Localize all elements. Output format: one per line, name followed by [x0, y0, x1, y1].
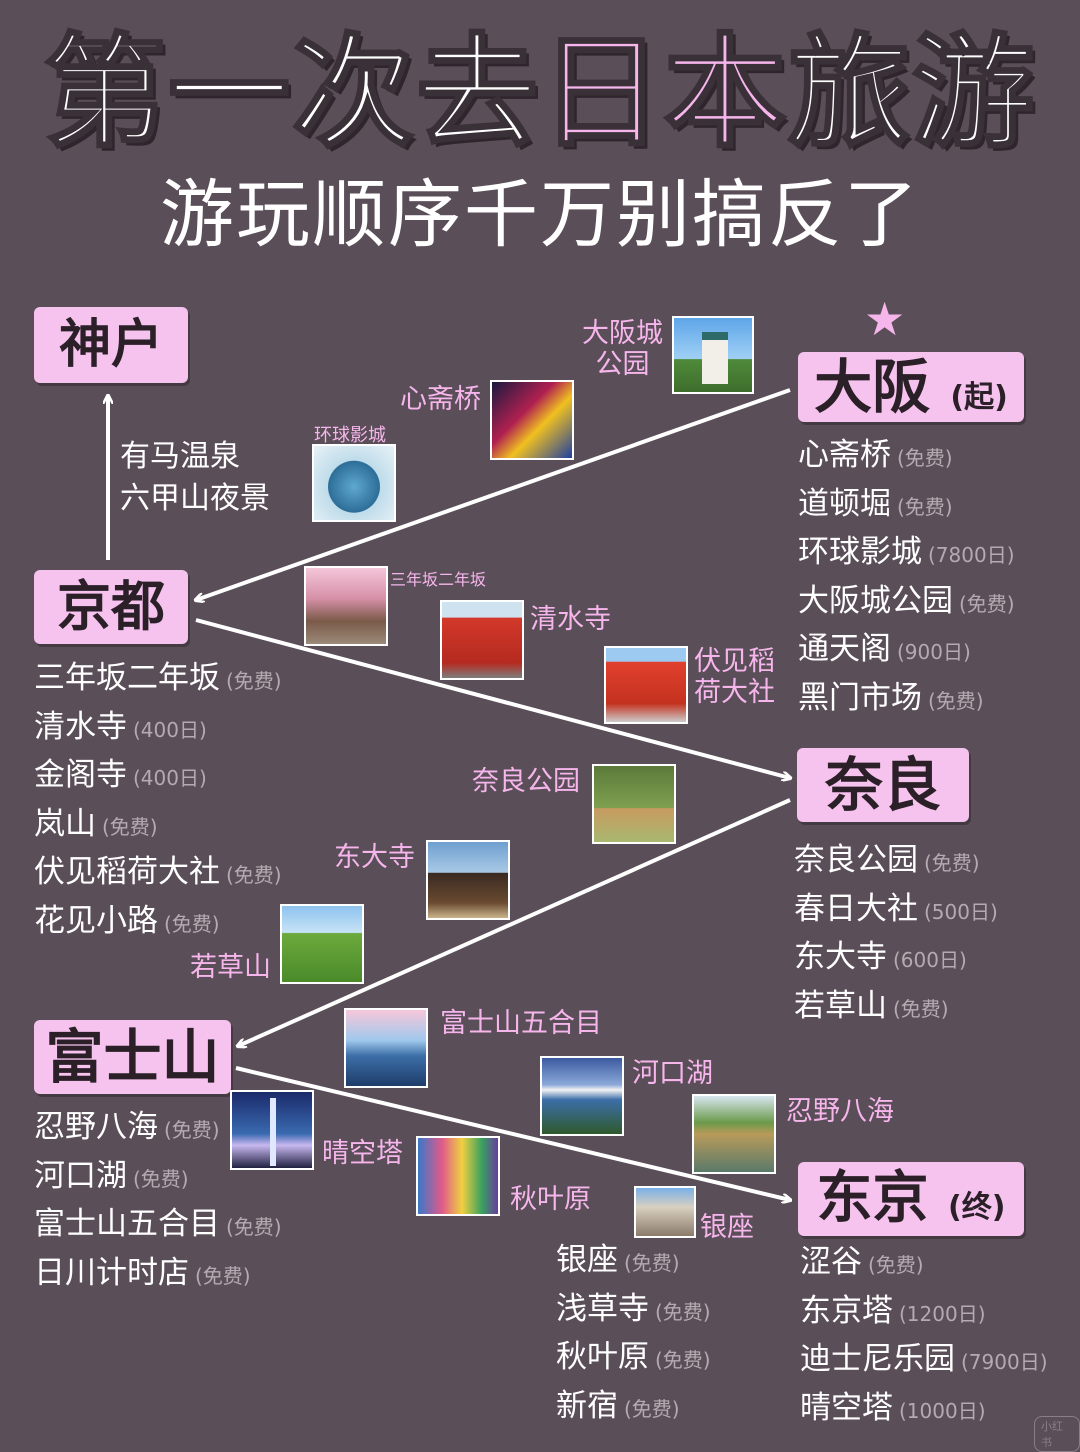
- star-icon: ★: [864, 292, 906, 346]
- main-title: 第一次去日本旅游: [0, 18, 1080, 168]
- list-item: 若草山(免费): [794, 987, 949, 1024]
- city-kyoto: 京都: [34, 570, 188, 644]
- osaka-castle-photo: [672, 316, 754, 394]
- list-item: 春日大社(500日): [794, 890, 998, 927]
- arrow-fuji-to-tokyo: [235, 1066, 790, 1200]
- city-tokyo-suffix: (终): [948, 1190, 1006, 1225]
- list-item: 浅草寺(免费): [556, 1290, 711, 1327]
- kawaguchiko-photo: [540, 1056, 624, 1136]
- photo-label-todaiji: 东大寺: [334, 842, 415, 873]
- city-osaka-suffix: (起): [950, 380, 1008, 415]
- list-item: 黑门市场(免费): [798, 679, 984, 716]
- photo-label-wakakusa: 若草山: [190, 952, 271, 983]
- nara-list: 奈良公园(免费) 春日大社(500日) 东大寺(600日) 若草山(免费): [794, 838, 998, 1032]
- list-item: 环球影城(7800日): [798, 534, 1015, 570]
- ginza-photo: [634, 1186, 696, 1238]
- list-item: 涩谷(免费): [800, 1244, 924, 1280]
- akihabara-photo: [416, 1136, 500, 1216]
- osaka-list: 心斋桥(免费) 道顿堀(免费) 环球影城(7800日) 大阪城公园(免费) 通天…: [798, 433, 1015, 724]
- kobe-spots: 有马温泉 六甲山夜景: [120, 436, 270, 520]
- city-tokyo-name: 东京: [816, 1166, 929, 1231]
- tokyo-list-right: 涩谷(免费) 东京塔(1200日) 迪士尼乐园(7900日) 晴空塔(1000日…: [800, 1240, 1048, 1434]
- photo-label-kawaguchiko: 河口湖: [632, 1058, 713, 1089]
- list-item: 花见小路(免费): [34, 902, 220, 939]
- list-item: 金阁寺(400日): [34, 757, 207, 793]
- title-highlight: 日本: [539, 21, 788, 166]
- photo-label-sannenzaka: 三年坂二年坂: [390, 570, 487, 589]
- photo-label-fuji-5th: 富士山五合目: [440, 1008, 602, 1039]
- shinsaibashi-photo: [490, 380, 574, 460]
- tokyo-list-left: 银座(免费) 浅草寺(免费) 秋叶原(免费) 新宿(免费): [556, 1238, 711, 1432]
- kyoto-list: 三年坂二年坂(免费) 清水寺(400日) 金阁寺(400日) 岚山(免费) 伏见…: [34, 656, 282, 947]
- list-item: 三年坂二年坂(免费): [34, 660, 282, 696]
- list-item: 日川计时店(免费): [34, 1254, 251, 1291]
- nara-park-photo: [592, 764, 676, 844]
- kobe-spot: 六甲山夜景: [120, 481, 270, 516]
- fuji-5th-photo: [344, 1008, 428, 1088]
- list-item: 晴空塔(1000日): [800, 1389, 986, 1426]
- list-item: 迪士尼乐园(7900日): [800, 1341, 1048, 1377]
- sannenzaka-photo: [304, 566, 388, 646]
- city-fuji: 富士山: [34, 1020, 231, 1094]
- title-part1: 第一次去: [43, 21, 540, 166]
- list-item: 通天阁(900日): [798, 631, 971, 667]
- photo-label-universal: 环球影城: [314, 425, 386, 446]
- list-item: 东京塔(1200日): [800, 1292, 986, 1329]
- list-item: 秋叶原(免费): [556, 1339, 711, 1375]
- list-item: 奈良公园(免费): [794, 842, 980, 878]
- city-osaka: 大阪 (起): [798, 352, 1024, 422]
- list-item: 银座(免费): [556, 1242, 680, 1278]
- list-item: 忍野八海(免费): [34, 1109, 220, 1145]
- oshino-photo: [692, 1094, 776, 1174]
- universal-photo: [312, 444, 396, 522]
- list-item: 大阪城公园(免费): [798, 582, 1015, 619]
- city-osaka-name: 大阪: [814, 353, 931, 421]
- title-part2: 旅游: [787, 21, 1036, 166]
- city-nara: 奈良: [797, 748, 969, 822]
- photo-label-fushimi: 伏见稻 荷大社: [694, 646, 775, 708]
- list-item: 道顿堀(免费): [798, 485, 953, 522]
- photo-label-akihabara: 秋叶原: [510, 1184, 591, 1215]
- photo-label-kiyomizu: 清水寺: [530, 604, 611, 635]
- city-kobe: 神户: [34, 307, 188, 383]
- list-item: 东大寺(600日): [794, 939, 967, 975]
- city-tokyo: 东京 (终): [798, 1162, 1024, 1236]
- todaiji-photo: [426, 840, 510, 920]
- photo-label-osaka-castle: 大阪城 公园: [582, 318, 663, 380]
- list-item: 伏见稻荷大社(免费): [34, 854, 282, 890]
- list-item: 新宿(免费): [556, 1387, 680, 1424]
- subtitle: 游玩顺序千万别搞反了: [160, 172, 920, 258]
- photo-label-shinsaibashi: 心斋桥: [400, 384, 481, 415]
- photo-label-ginza: 银座: [700, 1212, 754, 1243]
- skytree-photo: [230, 1090, 314, 1170]
- list-item: 富士山五合目(免费): [34, 1206, 282, 1242]
- list-item: 清水寺(400日): [34, 708, 207, 745]
- arrow-nara-to-fuji: [238, 798, 791, 1046]
- list-item: 岚山(免费): [34, 805, 158, 842]
- fuji-list: 忍野八海(免费) 河口湖(免费) 富士山五合目(免费) 日川计时店(免费): [34, 1105, 282, 1299]
- wakakusa-photo: [280, 904, 364, 984]
- photo-label-nara-park: 奈良公园: [472, 766, 580, 797]
- photo-label-oshino: 忍野八海: [786, 1096, 894, 1127]
- photo-label-skytree: 晴空塔: [322, 1138, 403, 1169]
- kiyomizu-photo: [440, 600, 524, 680]
- arrow-kyoto-to-nara: [195, 618, 790, 778]
- arrow-osaka-to-kyoto: [196, 388, 791, 600]
- fushimi-photo: [604, 646, 688, 724]
- list-item: 心斋桥(免费): [798, 437, 953, 473]
- list-item: 河口湖(免费): [34, 1157, 189, 1194]
- kobe-spot: 有马温泉: [120, 439, 240, 474]
- watermark: 小红书: [1034, 1416, 1080, 1452]
